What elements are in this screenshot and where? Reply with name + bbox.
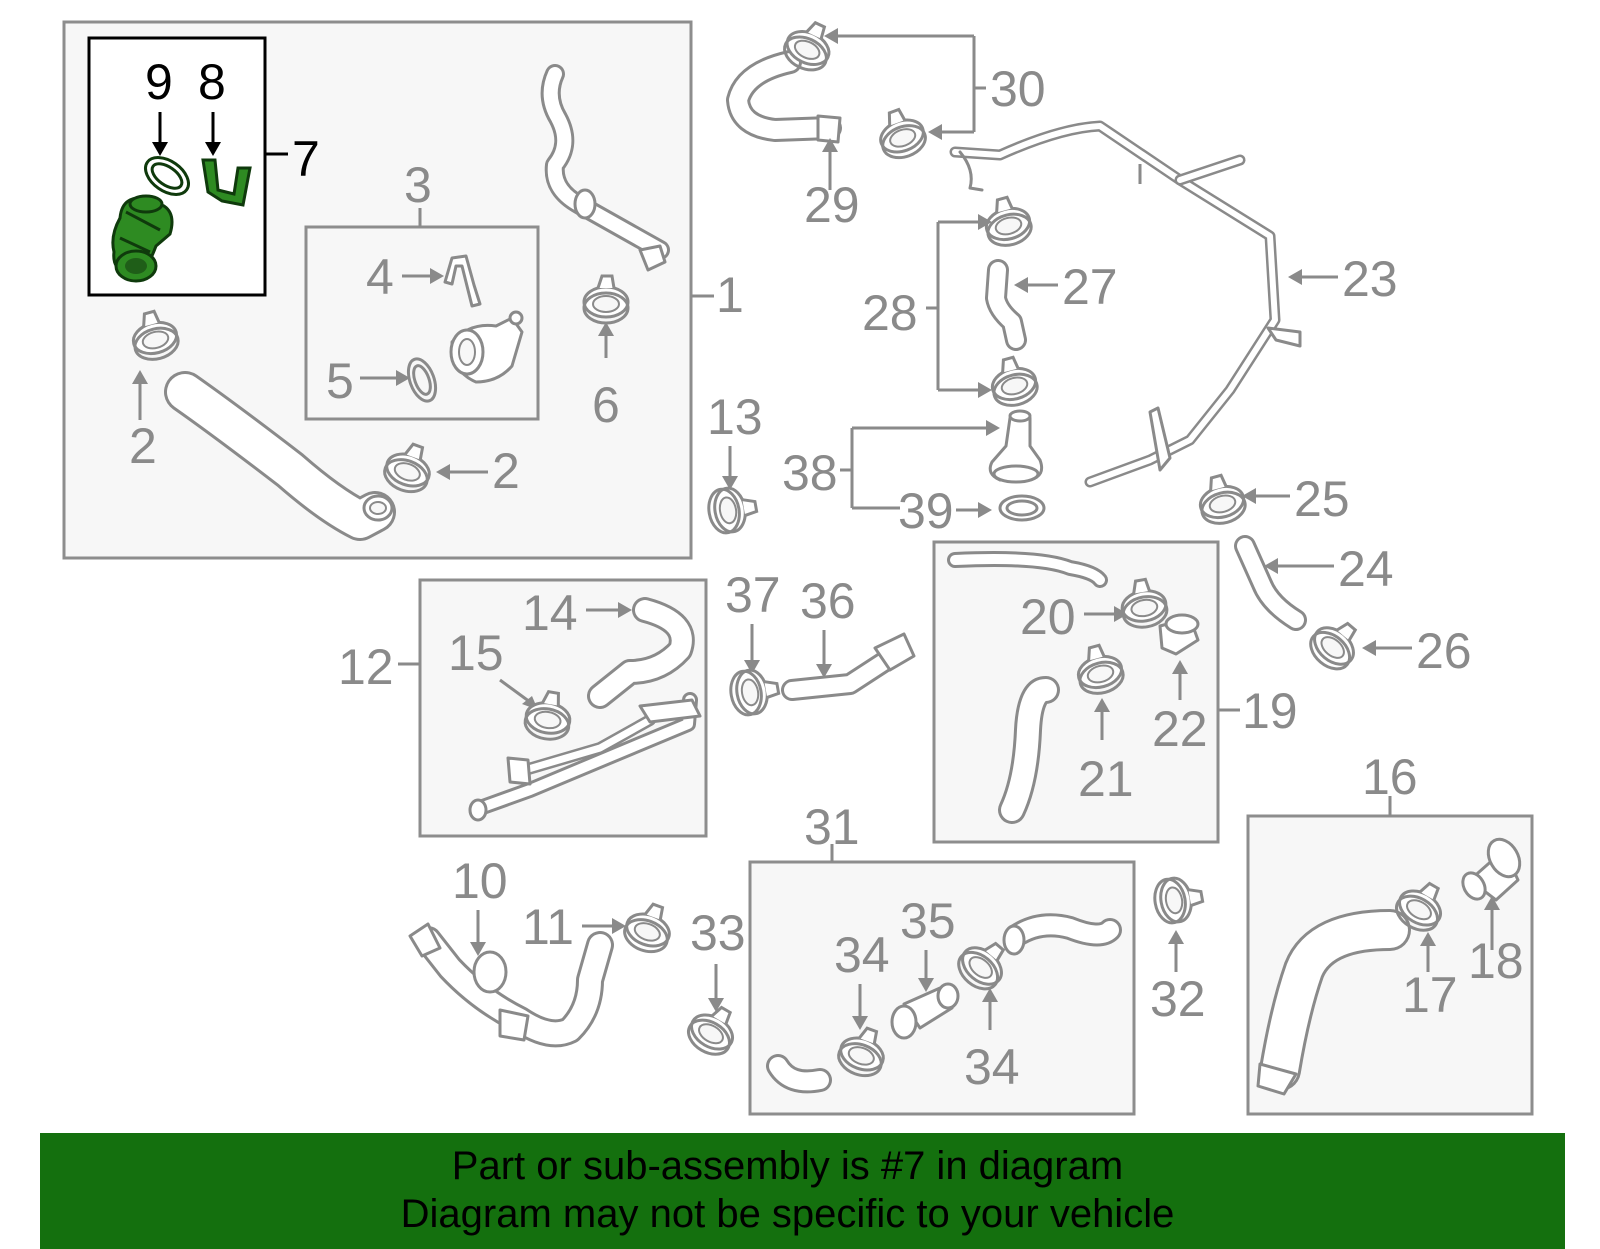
callout-9: 9 <box>145 54 173 110</box>
part-4-clip <box>443 254 482 308</box>
part-8-clip <box>201 158 252 207</box>
part-31-lower-hose <box>766 1054 832 1094</box>
callout-32: 32 <box>1150 971 1206 1027</box>
part-30-clamp-bottom <box>870 102 932 165</box>
callout-36: 36 <box>800 573 856 629</box>
callout-37: 37 <box>725 567 781 623</box>
callout-24: 24 <box>1338 541 1394 597</box>
callout-14: 14 <box>522 585 578 641</box>
part-19-upper-hose <box>947 551 1108 588</box>
callout-16: 16 <box>1362 749 1418 805</box>
part-32-clamp <box>1149 872 1207 927</box>
part-37-clamp <box>725 664 783 719</box>
callout-6: 6 <box>592 377 620 433</box>
callout-2b: 2 <box>492 443 520 499</box>
part-1-upper-hose <box>540 64 670 272</box>
part-14-hose <box>587 597 695 709</box>
assembly-box-12: 12 14 15 <box>338 578 708 838</box>
callout-33: 33 <box>690 905 746 961</box>
callout-17: 17 <box>1402 967 1458 1023</box>
callout-28: 28 <box>862 285 918 341</box>
callout-11: 11 <box>522 899 574 955</box>
callout-26: 26 <box>1416 623 1472 679</box>
callout-38: 38 <box>782 445 838 501</box>
callout-12: 12 <box>338 639 394 695</box>
part-26-clamp <box>1302 610 1370 678</box>
callout-15: 15 <box>448 625 504 681</box>
callout-23: 23 <box>1342 251 1398 307</box>
callout-22: 22 <box>1152 701 1208 757</box>
part-12-pipe <box>468 692 702 822</box>
part-16-hose <box>1256 909 1411 1096</box>
callout-1: 1 <box>716 267 744 323</box>
callout-27: 27 <box>1062 259 1118 315</box>
part-31-upper-hose <box>1002 913 1122 956</box>
callout-5: 5 <box>326 353 354 409</box>
callout-25: 25 <box>1294 471 1350 527</box>
part-18-connector <box>1461 837 1522 902</box>
part-19-lower-hose <box>998 676 1060 824</box>
callout-30: 30 <box>990 61 1046 117</box>
assembly-box-19: 19 20 22 21 <box>932 540 1298 844</box>
callout-34a: 34 <box>834 927 890 983</box>
assembly-box-16: 16 17 18 <box>1246 749 1534 1116</box>
callout-21: 21 <box>1078 751 1134 807</box>
part-36-hose <box>781 632 916 701</box>
part-24-hose <box>1234 535 1307 631</box>
part-3-thermostat-housing <box>449 310 524 384</box>
part-22-connector <box>1158 613 1200 656</box>
callout-4: 4 <box>366 249 394 305</box>
part-1-lower-hose <box>164 371 396 541</box>
callout-7: 7 <box>292 131 320 187</box>
part-23-coolant-pipe <box>949 120 1302 488</box>
part-29-hose <box>726 50 842 144</box>
info-banner: Part or sub-assembly is #7 in diagram Di… <box>40 1133 1565 1249</box>
part-38-fitting <box>988 409 1044 484</box>
assembly-box-31: 31 34 35 34 <box>748 799 1136 1116</box>
callout-35: 35 <box>900 893 956 949</box>
callout-20: 20 <box>1020 589 1076 645</box>
part-13-clamp <box>703 482 761 537</box>
part-7-outlet-housing <box>111 194 174 283</box>
callout-18: 18 <box>1468 933 1524 989</box>
banner-line-1: Part or sub-assembly is #7 in diagram <box>451 1144 1124 1188</box>
part-28-clamp-bottom <box>984 351 1043 412</box>
part-9-seal-ring <box>144 156 190 196</box>
part-35-valve <box>890 982 960 1040</box>
assembly-box-3: 3 4 5 <box>304 157 540 421</box>
callout-8: 8 <box>198 54 226 110</box>
callout-10: 10 <box>452 853 508 909</box>
part-33-clamp <box>680 996 746 1063</box>
banner-line-2: Diagram may not be specific to your vehi… <box>400 1192 1175 1236</box>
part-11-clamp <box>618 896 680 959</box>
callout-19: 19 <box>1242 683 1298 739</box>
part-39-seal <box>998 494 1046 522</box>
callout-34b: 34 <box>964 1039 1020 1095</box>
callout-31: 31 <box>804 799 860 855</box>
sub-assembly-7-highlight[interactable]: 7 9 8 <box>87 36 320 297</box>
callout-13: 13 <box>707 389 763 445</box>
callout-29: 29 <box>804 177 860 233</box>
part-10-hose-assembly <box>408 922 614 1048</box>
part-25-clamp <box>1192 469 1251 530</box>
part-27-hose <box>985 259 1027 351</box>
callout-39: 39 <box>898 483 954 539</box>
assembly-box-1: 1 7 9 8 <box>62 20 744 560</box>
callout-3: 3 <box>404 157 432 213</box>
callout-2a: 2 <box>129 418 157 474</box>
